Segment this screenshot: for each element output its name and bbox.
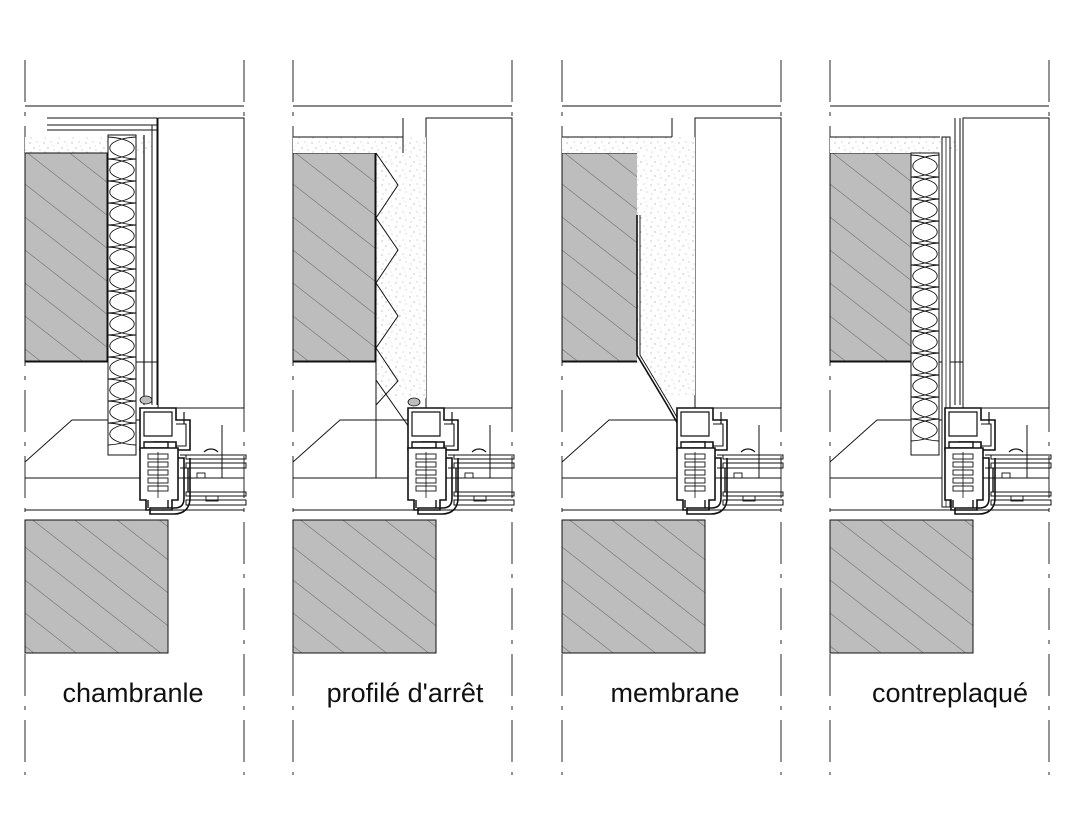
caption-chambranle: chambranle — [62, 678, 204, 708]
masonry-wall — [829, 152, 913, 362]
window-frame-profile — [944, 407, 1052, 515]
caption-contreplaque: contreplaqué — [871, 678, 1029, 708]
expanding-foam — [617, 137, 695, 395]
insulation-batt — [910, 152, 940, 456]
window-frame-profile — [407, 407, 515, 515]
interior-wall — [157, 117, 245, 409]
detail-panel-membrane — [561, 60, 784, 775]
sealant-bead — [139, 395, 153, 405]
sill-block — [24, 519, 169, 654]
interior-wall — [962, 117, 1050, 409]
window-frame-profile — [139, 407, 247, 515]
detail-panel-contreplaque — [829, 60, 1052, 775]
sill-block — [829, 519, 974, 654]
masonry-wall — [292, 152, 376, 362]
masonry-wall — [24, 152, 108, 362]
window-frame-profile — [676, 407, 784, 515]
insulation-batt — [107, 134, 137, 456]
detail-panel-profile-arret — [292, 60, 515, 775]
caption-profile-arret: profilé d'arrêt — [326, 678, 484, 708]
sill-block — [292, 519, 437, 654]
caption-membrane: membrane — [610, 678, 740, 708]
interior-wall — [425, 117, 513, 409]
masonry-wall — [561, 152, 645, 362]
detail-panel-chambranle — [24, 60, 247, 775]
foam-fill — [376, 153, 426, 398]
interior-wall — [694, 117, 782, 409]
sealant-bead — [407, 397, 421, 407]
sill-block — [561, 519, 706, 654]
